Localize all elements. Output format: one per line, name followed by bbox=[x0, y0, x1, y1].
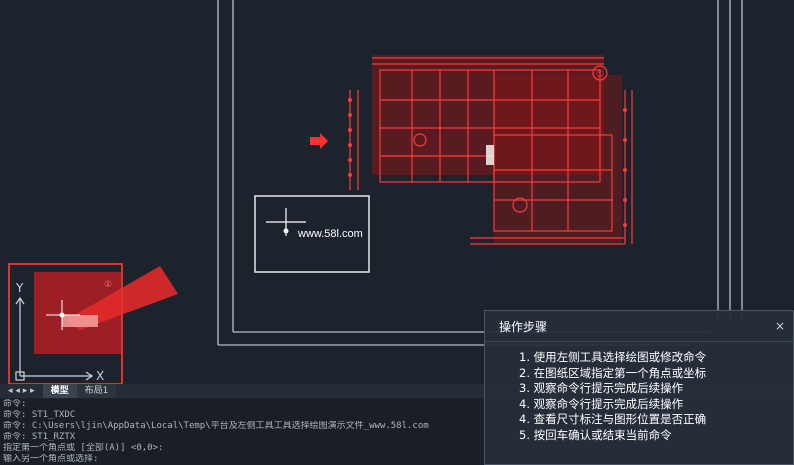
steps-list: 1. 使用左侧工具选择绘图或修改命令 2. 在图纸区域指定第一个角点或坐标 3.… bbox=[485, 342, 793, 443]
ucs-axis-icon bbox=[15, 296, 94, 381]
step-item: 2. 在图纸区域指定第一个角点或坐标 bbox=[519, 365, 707, 380]
command-line: 命令: ST1_RZTX bbox=[3, 432, 76, 442]
zoom-inset-label bbox=[62, 315, 98, 327]
axis-y-label: Y bbox=[15, 281, 24, 295]
command-line: 输入另一个角点或选择: bbox=[3, 454, 99, 464]
close-icon[interactable]: × bbox=[774, 319, 785, 333]
step-item: 4. 查看尺寸标注与图形位置是否正确 bbox=[519, 412, 707, 426]
command-line: 命令: C:\Users\ljin\AppData\Local\Temp\平台及… bbox=[3, 421, 429, 431]
command-line: 命令: ST1_TXDC bbox=[3, 410, 76, 420]
cursor-preview-box bbox=[254, 195, 370, 273]
watermark-text: www.58l.com bbox=[298, 228, 363, 240]
inset-marker: ① bbox=[104, 280, 112, 290]
axis-x-label: X bbox=[96, 369, 104, 383]
marker-number: ① bbox=[596, 70, 604, 80]
command-line: 指定第一个角点或 [全部(A)] <0,0>: bbox=[3, 443, 164, 453]
panel-title: 操作步骤 bbox=[499, 319, 548, 334]
sheet-frame bbox=[217, 0, 743, 346]
command-line: 命令: bbox=[3, 399, 27, 409]
step-item: 5. 按回车确认或结束当前命令 bbox=[519, 427, 672, 442]
floor-plan-drawing[interactable]: ① bbox=[348, 55, 633, 245]
tab-model[interactable]: 模型 bbox=[42, 384, 77, 398]
panel-header: 操作步骤 × bbox=[485, 311, 793, 342]
step-item: 3. 观察命令行提示完成后续操作 bbox=[519, 381, 684, 395]
tab-nav-arrows[interactable]: ◂ ◂ ▸ ▸ bbox=[8, 386, 35, 396]
step-item: 1. 使用左侧工具选择绘图或修改命令 bbox=[519, 350, 707, 364]
instructions-panel: 操作步骤 × 1. 使用左侧工具选择绘图或修改命令 2. 在图纸区域指定第一个角… bbox=[484, 310, 794, 465]
pointer-arrow-icon bbox=[310, 133, 328, 149]
command-line-history[interactable]: 命令: 命令: ST1_TXDC 命令: C:\Users\ljin\AppDa… bbox=[0, 399, 480, 465]
zoom-highlight-frame bbox=[8, 263, 123, 385]
step-item: 4. 观察命令行提示完成后续操作 bbox=[519, 396, 684, 411]
tab-layout1[interactable]: 布局1 bbox=[76, 384, 117, 398]
